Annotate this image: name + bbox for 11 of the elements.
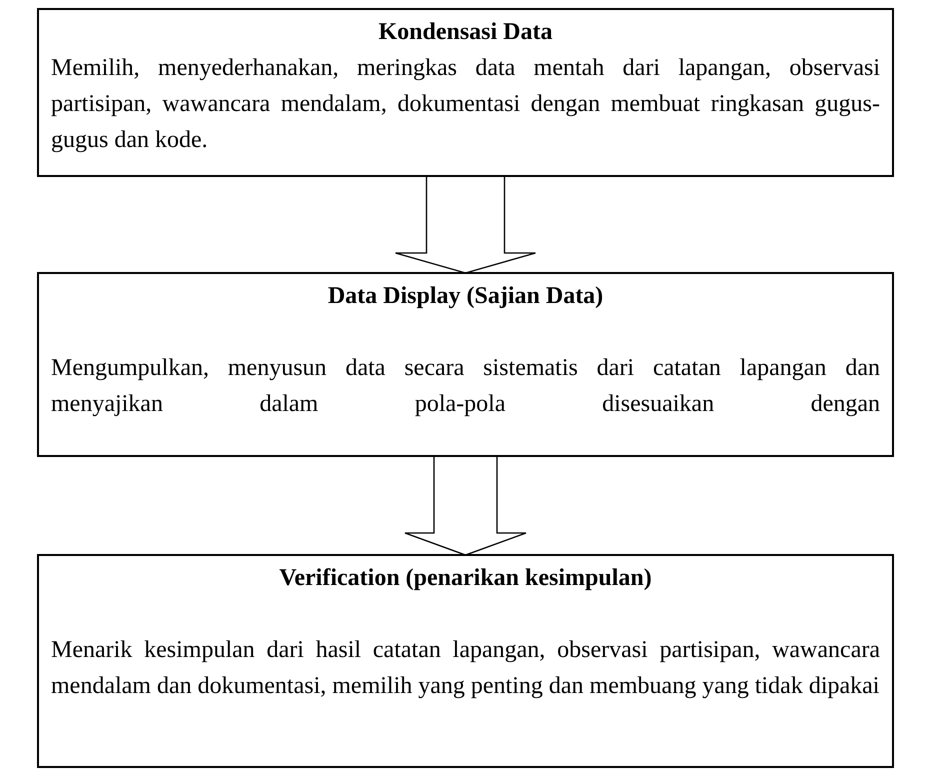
box-heading: Data Display (Sajian Data): [326, 282, 604, 311]
box-description: Memilih, menyederhanakan, meringkas data mentah dari lapangan, observasi partisipan, wawancara mendalam, dokumentasi dengan membuat ringkasan gugus-gugus dan kode.: [51, 54, 880, 155]
block-arrow: [404, 455, 527, 556]
box-heading: Verification (penarikan kesimpulan): [278, 564, 653, 593]
block-arrow: [394, 175, 536, 274]
box-description: Menarik kesimpulan dari hasil catatan lapangan, observasi partisipan, wawancara mendalam dan dokumentasi, memilih yang penting dan membuang yang tidak dipakai: [51, 636, 880, 701]
box-heading: Kondensasi Data: [377, 18, 554, 47]
process-box: [37, 272, 894, 457]
process-box: [37, 8, 894, 177]
box-description: Mengumpulkan, menyusun data secara sistematis dari catatan lapangan dan menyajikan dalam pola-pola disesuaikan dengan: [51, 354, 880, 419]
process-box: [37, 554, 894, 768]
